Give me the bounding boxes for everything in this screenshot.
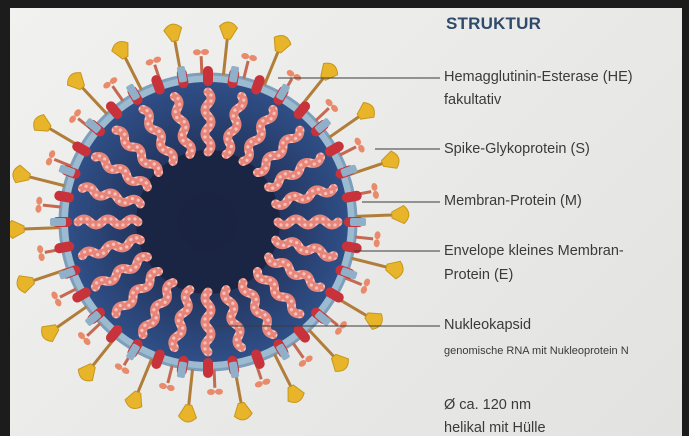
he-head-left: [45, 157, 54, 167]
he-stalk: [214, 370, 215, 388]
spike-glycoprotein: [64, 69, 113, 120]
spike-head: [354, 100, 378, 124]
spike-head: [11, 164, 32, 186]
he-head-left: [38, 253, 45, 262]
spike-head: [110, 38, 134, 61]
label-envelope-protein-cont: Protein (E): [444, 264, 513, 287]
he-head-right: [48, 149, 57, 159]
he-head-left: [215, 389, 223, 395]
he-head-right: [36, 197, 43, 206]
textbook-page: STRUKTUR Hemagglutinin-Esterase (HE) fak…: [10, 8, 682, 436]
label-membrane-protein: Membran-Protein (M): [444, 190, 582, 213]
spike-stalk: [138, 359, 152, 393]
he-stalk: [355, 237, 373, 239]
he-head-right: [152, 56, 162, 64]
diagram-heading: STRUKTUR: [446, 14, 541, 34]
spike-head: [38, 320, 62, 344]
spike-head: [380, 150, 402, 172]
he-stalk: [244, 61, 248, 78]
spike-stalk: [189, 369, 193, 406]
label-nucleocapsid: Nukleokapsid: [444, 314, 531, 337]
spike-head: [15, 272, 37, 294]
he-head-left: [363, 278, 372, 288]
he-stalk: [293, 343, 303, 358]
membrane-protein-body: [203, 358, 213, 378]
spike-head: [270, 33, 293, 56]
spike-head: [178, 404, 198, 423]
he-head-right: [372, 190, 379, 199]
membrane-protein: [203, 66, 213, 86]
he-head-left: [241, 52, 250, 60]
he-stalk: [201, 56, 202, 74]
he-head-left: [35, 204, 42, 213]
label-hemagglutinin-esterase-note: fakultativ: [444, 89, 501, 112]
label-spike-glycoprotein: Spike-Glykoprotein (S): [444, 138, 590, 161]
spike-head: [123, 389, 146, 412]
label-helical: helikal mit Hülle: [444, 417, 546, 436]
he-stalk: [113, 86, 123, 101]
envelope-protein-body: [50, 218, 66, 226]
spike-head: [392, 205, 410, 224]
spike-stalk: [264, 51, 278, 85]
envelope-protein: [50, 218, 66, 226]
he-head-left: [262, 378, 272, 386]
spike-head: [232, 401, 253, 421]
he-head-right: [254, 380, 264, 388]
spike-glycoprotein: [226, 366, 253, 421]
he-head-right: [373, 239, 380, 248]
he-stalk: [168, 366, 172, 383]
spike-head: [30, 112, 54, 136]
he-head-right: [248, 54, 257, 62]
he-head-left: [374, 231, 381, 240]
spike-stalk: [356, 215, 393, 216]
spike-stalk: [309, 330, 334, 357]
spike-head: [384, 258, 405, 280]
spike-stalk: [23, 228, 60, 229]
membrane-protein: [203, 358, 213, 378]
he-head-left: [166, 384, 175, 392]
he-head-right: [158, 382, 167, 390]
he-stalk: [43, 205, 61, 207]
he-head-right: [207, 389, 215, 395]
spike-head: [10, 220, 24, 239]
label-diameter: Ø ca. 120 nm: [444, 394, 531, 417]
spike-stalk: [82, 87, 107, 114]
he-head-right: [201, 49, 209, 55]
spike-stalk: [223, 38, 227, 75]
spike-glycoprotein: [349, 250, 405, 280]
envelope-protein: [350, 218, 366, 226]
membrane-protein-body: [203, 66, 213, 86]
he-head-left: [145, 58, 155, 66]
spike-head: [283, 382, 307, 405]
spike-stalk: [329, 116, 359, 137]
envelope-protein-body: [350, 218, 366, 226]
he-head-right: [360, 285, 369, 295]
label-envelope-protein: Envelope kleines Membran-: [444, 240, 624, 263]
label-nucleocapsid-description: genomische RNA mit Nukleoprotein N: [444, 344, 629, 358]
he-head-left: [193, 49, 201, 55]
spike-head: [218, 21, 238, 40]
he-head-left: [371, 182, 378, 191]
spike-head: [163, 23, 184, 43]
spike-stalk: [29, 177, 65, 186]
spike-glycoprotein: [11, 164, 67, 194]
spike-glycoprotein: [303, 324, 352, 375]
spike-stalk: [351, 258, 387, 267]
spike-head: [362, 308, 386, 332]
spike-glycoprotein: [163, 23, 190, 78]
spike-stalk: [56, 307, 86, 328]
label-hemagglutinin-esterase: Hemagglutinin-Esterase (HE): [444, 66, 633, 89]
he-head-right: [36, 245, 43, 254]
